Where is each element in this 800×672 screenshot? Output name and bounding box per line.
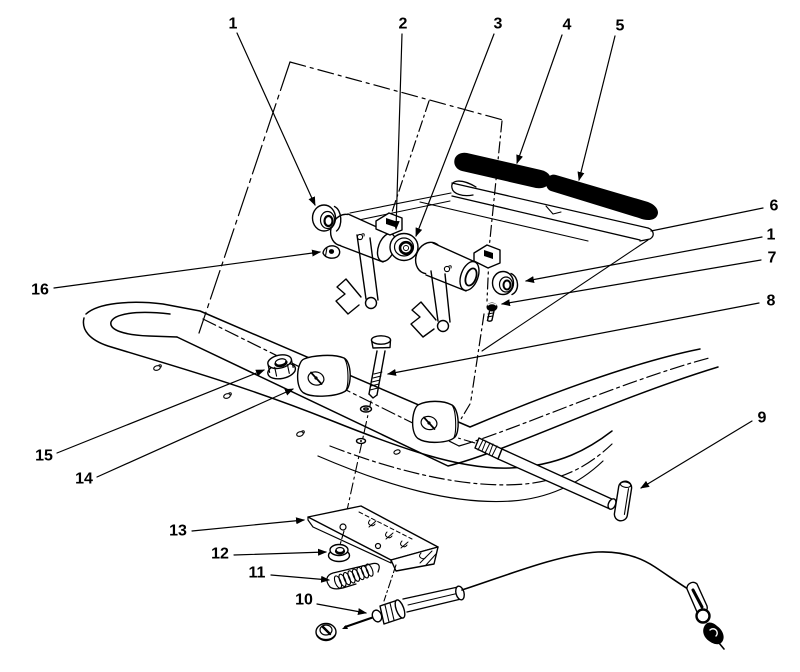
mounting-plate: [452, 181, 653, 241]
deck-curves: [318, 444, 612, 502]
bracket-plate: [308, 506, 438, 601]
washer-bearing-stack: [390, 234, 418, 261]
callout-label-rod-handle: 9: [758, 410, 767, 427]
cable-end-fitting: [687, 582, 724, 649]
carriage-bolt: [344, 336, 391, 524]
callout-label-flange-nut: 15: [35, 448, 53, 465]
console-panel-outline: [199, 62, 648, 419]
callout-label-carriage-bolt: 8: [767, 293, 776, 310]
bushing-right: [493, 272, 518, 295]
callout-leader-bearing: [416, 34, 494, 237]
spacer-block-right: [413, 401, 459, 442]
callout-leader-rod-handle: [640, 421, 752, 488]
callout-leader-retainer-clip: [54, 249, 321, 288]
roller-assembly-left: [326, 211, 402, 314]
callout-leader-shoulder-screw: [501, 260, 761, 307]
cable-end-nut: [316, 624, 336, 641]
roller-assembly-right: [411, 239, 500, 337]
callout-label-spacer-block: 14: [75, 471, 93, 488]
callout-leader-spring: [271, 575, 330, 583]
callout-label-bearing: 3: [494, 16, 503, 33]
callout-leader-bushing-left: [237, 33, 315, 206]
lock-nut: [329, 545, 350, 562]
spring: [327, 563, 379, 589]
retainer-clip: [323, 246, 340, 258]
friction-pad-left: [454, 152, 551, 189]
callout-leader-spacer-block: [97, 389, 294, 477]
callout-leader-bushing-right: [525, 237, 762, 283]
callout-leader-carriage-bolt: [387, 303, 759, 376]
adjustment-rod: [475, 438, 633, 522]
bushing-left: [313, 205, 341, 231]
flange-nut: [265, 352, 297, 381]
control-cable: [316, 552, 724, 649]
callout-label-washer: 2: [399, 16, 408, 33]
callout-label-control-cable: 10: [295, 592, 313, 609]
rod-handle: [613, 480, 632, 522]
callout-label-shoulder-screw: 7: [768, 250, 777, 267]
callout-leader-lock-nut: [234, 548, 327, 556]
callout-label-bushing-left: 1: [229, 16, 238, 33]
shoulder-screw: [486, 302, 498, 322]
callout-leader-friction-pad-right: [577, 36, 615, 181]
friction-pad-right: [546, 174, 658, 221]
callout-label-friction-pad-right: 5: [616, 18, 625, 35]
callout-label-bracket-plate: 13: [169, 523, 187, 540]
handle-frame: [83, 302, 718, 468]
callout-leader-bracket-plate: [192, 517, 305, 531]
callout-leader-washer: [392, 34, 402, 230]
callout-label-mounting-plate: 6: [770, 198, 779, 215]
callout-leader-flange-nut: [57, 370, 265, 453]
callout-leader-control-cable: [317, 604, 367, 615]
callout-label-bushing-right: 1: [767, 227, 776, 244]
callout-label-spring: 11: [249, 565, 266, 582]
callout-label-lock-nut: 12: [211, 546, 229, 563]
callout-label-friction-pad-left: 4: [563, 17, 572, 34]
callout-label-retainer-clip: 16: [31, 282, 49, 299]
callout-leader-friction-pad-left: [516, 35, 562, 164]
spacer-block: [298, 355, 351, 396]
callout-leader-mounting-plate: [651, 208, 763, 231]
